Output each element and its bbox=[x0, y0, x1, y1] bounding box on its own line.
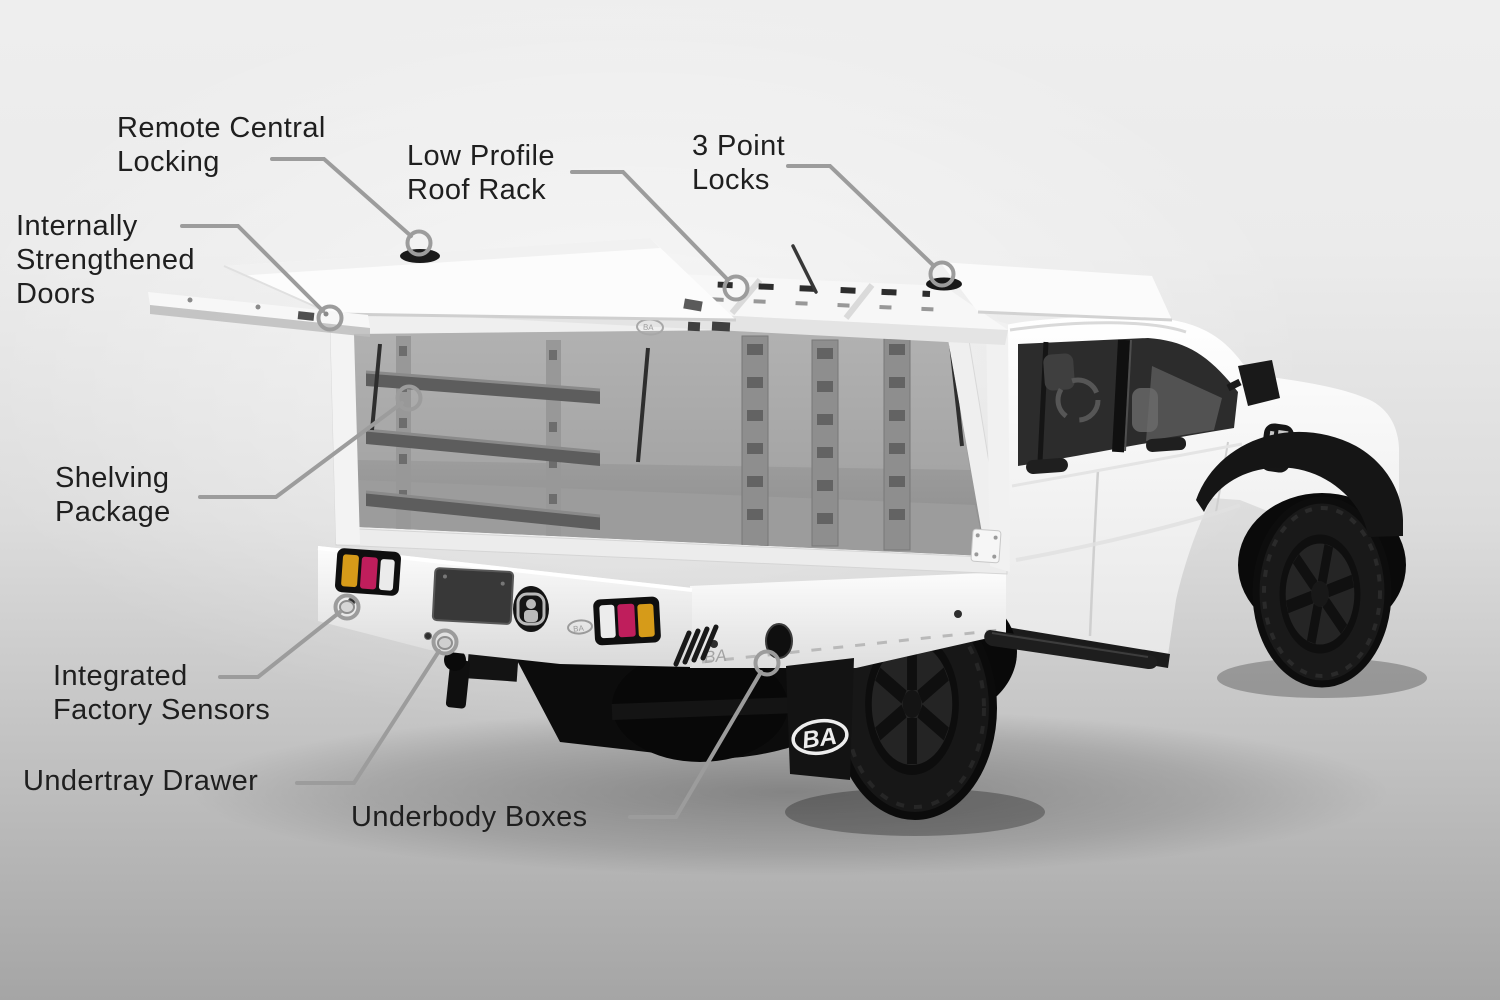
tray-side-logo: BA bbox=[703, 646, 728, 667]
leader-line bbox=[570, 170, 730, 282]
svg-text:BA: BA bbox=[573, 624, 585, 634]
front-fender-flare bbox=[1196, 431, 1403, 537]
seat-headrest bbox=[1043, 353, 1075, 391]
leader-line bbox=[295, 649, 441, 785]
svg-text:BA: BA bbox=[643, 323, 655, 333]
roof-rail bbox=[1009, 321, 1187, 334]
leader-marker bbox=[928, 260, 956, 288]
callout-underbody-boxes bbox=[628, 649, 781, 819]
leader-marker bbox=[405, 229, 433, 257]
side-step bbox=[984, 630, 1158, 670]
leader-line bbox=[270, 157, 413, 238]
antenna bbox=[791, 244, 818, 294]
front-wheel bbox=[1238, 493, 1406, 688]
gas-strut bbox=[370, 343, 382, 431]
callout-label-integrated-factory-sensors: Integrated Factory Sensors bbox=[53, 660, 271, 726]
callout-leaders bbox=[180, 157, 956, 819]
tail-light-right bbox=[593, 596, 661, 646]
leader-marker bbox=[395, 384, 423, 412]
tail-light-left bbox=[335, 548, 401, 596]
headboard bbox=[986, 318, 1010, 572]
callout-label-remote-central-locking: Remote Central Locking bbox=[117, 112, 326, 178]
canopy bbox=[329, 309, 1010, 575]
front-rim bbox=[1279, 534, 1361, 654]
mudflap-logo: BA bbox=[801, 723, 839, 755]
front-door-handle bbox=[1146, 437, 1187, 452]
leader-line bbox=[218, 610, 342, 679]
bumper-brand-stamp: BA bbox=[567, 619, 593, 635]
steering-wheel bbox=[1055, 377, 1101, 423]
underbody-box-port bbox=[766, 624, 792, 658]
mudflap: BA bbox=[786, 658, 854, 780]
callout-internally-strengthened-doors bbox=[180, 224, 344, 332]
left-lower-door-panel bbox=[148, 292, 370, 337]
callout-label-three-point-locks: 3 Point Locks bbox=[692, 130, 786, 196]
leader-line bbox=[786, 164, 936, 268]
rear-camera-badge bbox=[513, 586, 549, 632]
b-pillar bbox=[1112, 339, 1130, 453]
undertray-drawer-latch bbox=[437, 636, 453, 650]
leader-line bbox=[628, 670, 763, 819]
leader-line bbox=[198, 401, 404, 499]
shelf bbox=[366, 492, 600, 530]
door-hinge bbox=[683, 298, 703, 312]
callout-label-internally-strengthened-doors: Internally Strengthened Doors bbox=[16, 210, 195, 310]
leader-marker bbox=[333, 593, 361, 621]
callout-low-profile-roof-rack bbox=[570, 170, 750, 302]
license-plate bbox=[431, 567, 515, 625]
parking-sensor bbox=[339, 600, 355, 614]
callout-shelving-package bbox=[198, 384, 423, 499]
callout-label-low-profile-roof-rack: Low Profile Roof Rack bbox=[407, 140, 555, 206]
callout-label-undertray-drawer: Undertray Drawer bbox=[23, 765, 259, 797]
shelving-unit bbox=[365, 336, 601, 536]
callout-three-point-locks bbox=[786, 164, 956, 288]
mudflap-logo-oval bbox=[791, 718, 849, 756]
side-mirror bbox=[1226, 360, 1280, 406]
door-seam bbox=[1088, 469, 1100, 637]
leader-marker bbox=[722, 274, 750, 302]
leader-marker bbox=[316, 304, 344, 332]
cab-windows bbox=[1018, 338, 1238, 466]
shelf bbox=[366, 430, 600, 466]
front-seat bbox=[1132, 388, 1158, 432]
shelf bbox=[366, 372, 600, 404]
leader-marker bbox=[431, 628, 459, 656]
leader-line bbox=[180, 224, 325, 313]
leader-marker bbox=[753, 649, 781, 677]
ladder-racking bbox=[741, 335, 911, 551]
cab bbox=[1000, 316, 1399, 668]
rear-door-handle bbox=[1026, 458, 1068, 474]
callout-label-underbody-boxes: Underbody Boxes bbox=[351, 801, 588, 833]
gas-strut bbox=[636, 347, 650, 463]
left-door-open bbox=[223, 238, 737, 322]
rear-bumper: BA bbox=[317, 546, 719, 667]
callout-integrated-factory-sensors bbox=[218, 593, 361, 679]
callout-remote-central-locking bbox=[270, 157, 433, 257]
callout-label-shelving-package: Shelving Package bbox=[55, 462, 171, 528]
callout-undertray-drawer bbox=[295, 628, 459, 785]
tray-skirt: BA bbox=[690, 572, 1006, 668]
bumper-step-tread bbox=[673, 624, 719, 667]
